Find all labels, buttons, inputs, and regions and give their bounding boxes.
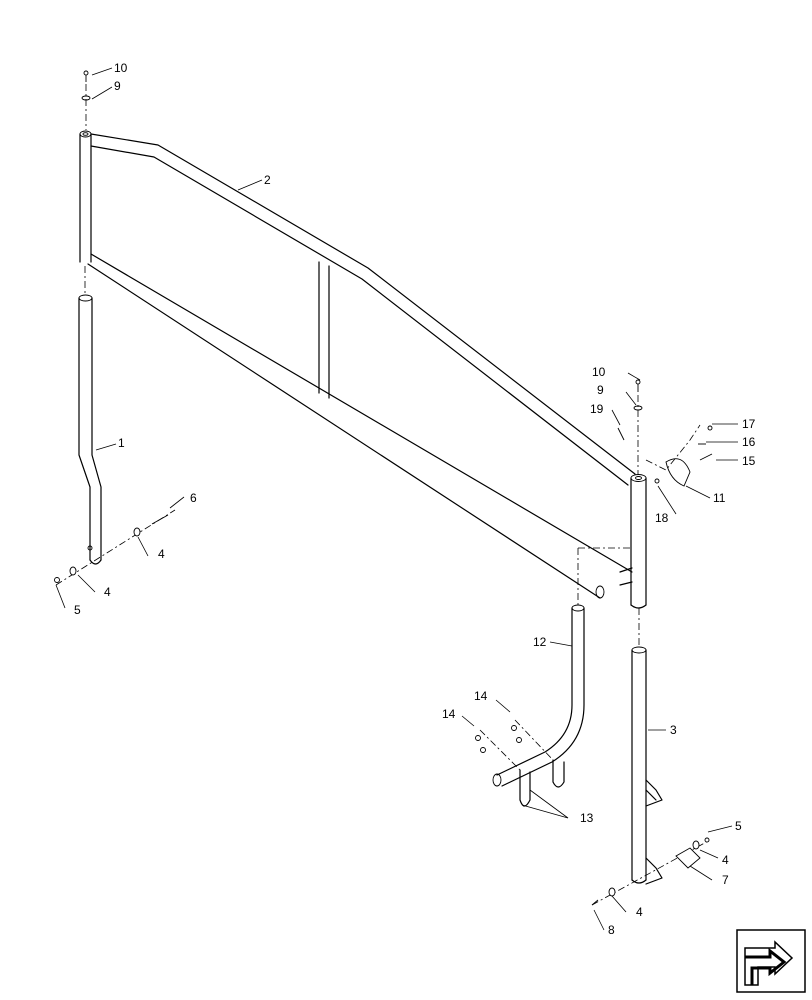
callout-14-lower: 14 <box>442 707 456 721</box>
callout-19: 19 <box>590 402 604 416</box>
callout-10-top: 10 <box>114 61 128 75</box>
callout-11: 11 <box>713 491 726 505</box>
callout-14-upper: 14 <box>474 689 488 703</box>
callout-16: 16 <box>742 435 756 449</box>
callout-9-top: 9 <box>114 79 121 93</box>
callout-8: 8 <box>608 923 615 937</box>
hardware <box>54 70 713 906</box>
callout-labels: 10 9 2 1 6 4 4 5 10 9 19 17 16 15 11 18 … <box>74 61 756 937</box>
right-lower-post <box>631 608 663 885</box>
callout-12: 12 <box>533 635 547 649</box>
callout-15: 15 <box>742 454 756 468</box>
callout-9-right: 9 <box>597 383 604 397</box>
callout-13: 13 <box>580 811 594 825</box>
callout-4-left-lower: 4 <box>104 585 111 599</box>
callout-2: 2 <box>264 173 271 187</box>
callout-18: 18 <box>655 511 669 525</box>
callout-4-right-lower: 4 <box>636 905 643 919</box>
callout-4-right-upper: 4 <box>722 853 729 867</box>
page-return-arrow-icon[interactable] <box>736 929 806 993</box>
upper-rail-frame <box>79 130 647 609</box>
callout-1: 1 <box>118 436 125 450</box>
leader-lines <box>55 67 738 931</box>
callout-6: 6 <box>190 491 197 505</box>
callout-5-left: 5 <box>74 603 81 617</box>
callout-5-right: 5 <box>735 819 742 833</box>
left-lower-post <box>78 266 102 565</box>
callout-3: 3 <box>670 723 677 737</box>
callout-10-right: 10 <box>592 365 606 379</box>
support-tube <box>492 547 632 787</box>
callout-7: 7 <box>722 873 729 887</box>
callout-4-left-upper: 4 <box>158 547 165 561</box>
callout-17: 17 <box>742 417 756 431</box>
